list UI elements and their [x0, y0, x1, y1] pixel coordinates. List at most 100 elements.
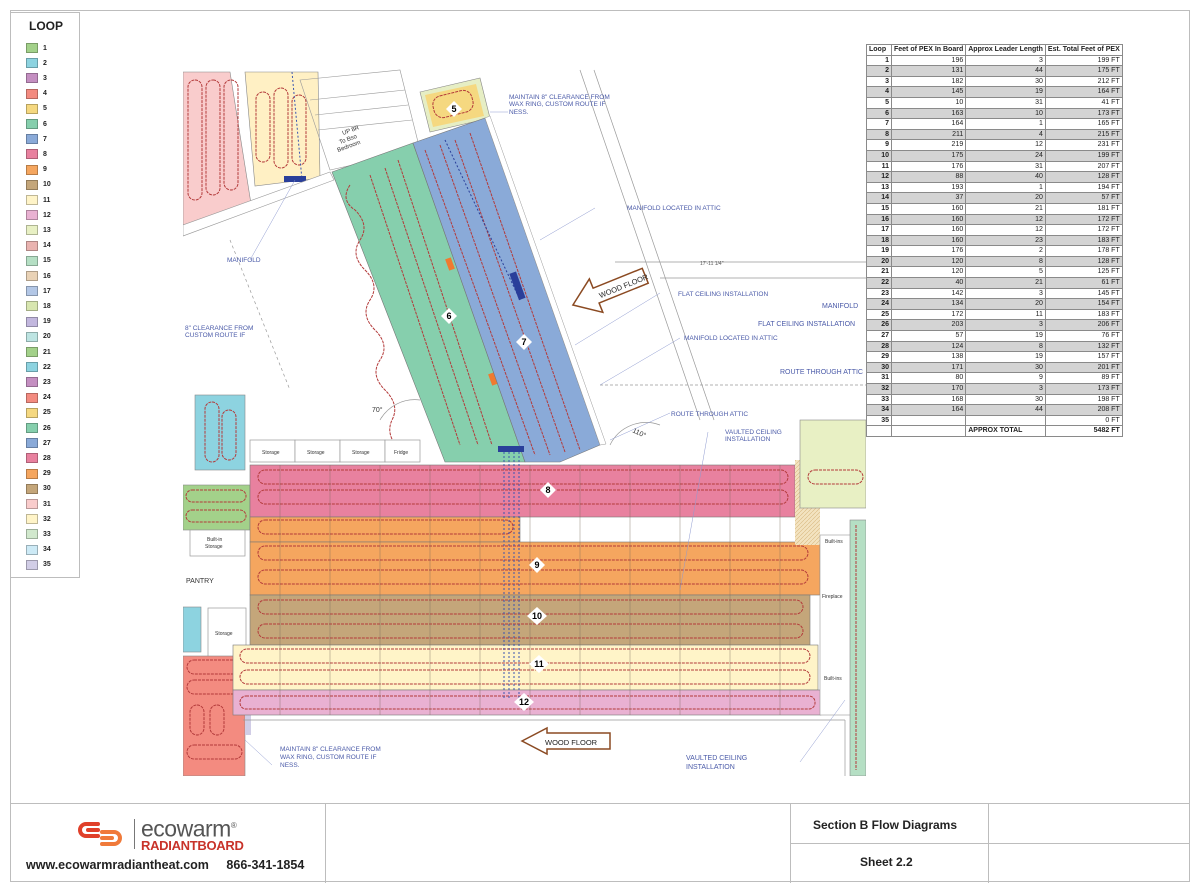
cell-loop: 32 — [866, 383, 892, 395]
brand-subtitle: RADIANTBOARD — [141, 837, 244, 853]
cell-loop: 31 — [866, 372, 892, 384]
table-total-row: APPROX TOTAL 5482 FT — [866, 425, 1123, 437]
cell-total-feet: 132 FT — [1044, 340, 1123, 353]
section-title: Section B Flow Diagrams — [813, 818, 958, 832]
website-link[interactable]: www.ecowarmradiantheat.com — [26, 858, 209, 872]
cell-loop: 20 — [866, 255, 892, 268]
cell-feet-in-board: 138 — [890, 351, 967, 363]
legend-label: 32 — [43, 515, 51, 523]
cell-total-feet: 206 FT — [1044, 319, 1123, 332]
room-label: PANTRY — [186, 578, 214, 585]
legend-label: 14 — [43, 242, 51, 250]
legend-swatch — [26, 225, 38, 236]
legend-title: LOOP — [28, 19, 63, 33]
cell-leader-length: 4 — [965, 128, 1046, 141]
cell-leader-length: 19 — [965, 86, 1046, 98]
col-header-leader-length: Approx Leader Length — [965, 44, 1046, 56]
angle-label: 110° — [631, 427, 647, 440]
cell-total-feet: 41 FT — [1044, 96, 1123, 109]
svg-text:7: 7 — [521, 337, 526, 347]
legend-swatch — [26, 347, 38, 357]
band-loop-9 — [249, 516, 821, 596]
legend-swatch — [26, 362, 38, 373]
room-label: Fireplace — [822, 594, 843, 600]
legend-item-3: 3 — [26, 73, 47, 84]
cell-total-feet: 76 FT — [1044, 330, 1123, 342]
cell-loop: 27 — [866, 330, 892, 342]
annotation: ROUTE THROUGH ATTIC — [780, 369, 863, 376]
svg-text:8: 8 — [545, 485, 550, 495]
cell-total-feet: 164 FT — [1044, 86, 1123, 98]
legend-label: 4 — [43, 90, 47, 98]
brand-name: ecowarm — [141, 815, 231, 842]
legend-item-9: 9 — [26, 164, 47, 175]
cell-total-feet: 178 FT — [1044, 245, 1123, 257]
cell-leader-length: 8 — [965, 340, 1046, 353]
cell-feet-in-board: 175 — [890, 149, 967, 162]
cell-leader-length: 3 — [965, 287, 1046, 300]
legend-item-31: 31 — [26, 499, 51, 509]
col-header-total-feet: Est. Total Feet of PEX — [1044, 44, 1123, 56]
cell-feet-in-board: 124 — [890, 340, 967, 353]
legend-swatch — [26, 331, 38, 342]
storage-row — [249, 439, 421, 463]
cell-loop: 29 — [866, 351, 892, 363]
cell-total-feet: 207 FT — [1044, 160, 1123, 173]
legend-item-24: 24 — [26, 392, 51, 403]
cell-loop: 19 — [866, 245, 892, 257]
cell-leader-length: 30 — [965, 75, 1046, 88]
cell-feet-in-board: 160 — [890, 234, 967, 247]
legend-swatch — [26, 407, 38, 418]
legend-item-28: 28 — [26, 453, 51, 464]
cell-total-feet: 172 FT — [1044, 213, 1123, 226]
cell-feet-in-board: 120 — [890, 266, 967, 279]
legend-label: 16 — [43, 272, 51, 280]
annotation: INSTALLATION — [725, 436, 771, 443]
cell-leader-length: 21 — [965, 202, 1046, 215]
cell-loop: 23 — [866, 287, 892, 300]
legend-swatch — [26, 499, 38, 509]
cell-total-feet: 154 FT — [1044, 298, 1123, 310]
legend-label: 7 — [43, 135, 47, 143]
room-loop-15 — [849, 519, 866, 776]
loop-marker-6: 6 — [441, 308, 457, 324]
legend-item-18: 18 — [26, 301, 51, 312]
cell-loop: 6 — [866, 107, 892, 120]
legend-label: 33 — [43, 530, 51, 538]
cell-total-feet: 57 FT — [1044, 192, 1123, 204]
legend-item-5: 5 — [26, 103, 47, 114]
annotation-leaders — [244, 111, 846, 766]
cell-leader-length: 20 — [965, 192, 1046, 204]
cell-feet-in-board: 80 — [890, 372, 967, 384]
legend-label: 9 — [43, 166, 47, 174]
legend-swatch — [26, 468, 38, 479]
cell-leader-length: 5 — [965, 266, 1046, 279]
legend-label: 3 — [43, 74, 47, 82]
legend-swatch — [26, 255, 38, 266]
room-loop-1 — [183, 71, 253, 226]
legend-swatch — [26, 195, 38, 205]
legend-swatch — [26, 423, 38, 433]
legend-swatch — [26, 88, 38, 99]
legend-item-23: 23 — [26, 377, 51, 388]
cell-feet-in-board: 171 — [890, 361, 967, 374]
legend-swatch — [26, 43, 38, 53]
annotation: WAX RING, CUSTOM ROUTE IF — [280, 754, 376, 761]
room-builtin-storage — [189, 529, 246, 557]
cell-feet-in-board: 57 — [890, 330, 967, 342]
cell-total-feet: 61 FT — [1044, 277, 1123, 289]
band-loop-8 — [249, 464, 796, 518]
wood-floor-arrow-top: WOOD FLOOR — [571, 267, 650, 314]
cell-leader-length: 30 — [965, 361, 1046, 374]
